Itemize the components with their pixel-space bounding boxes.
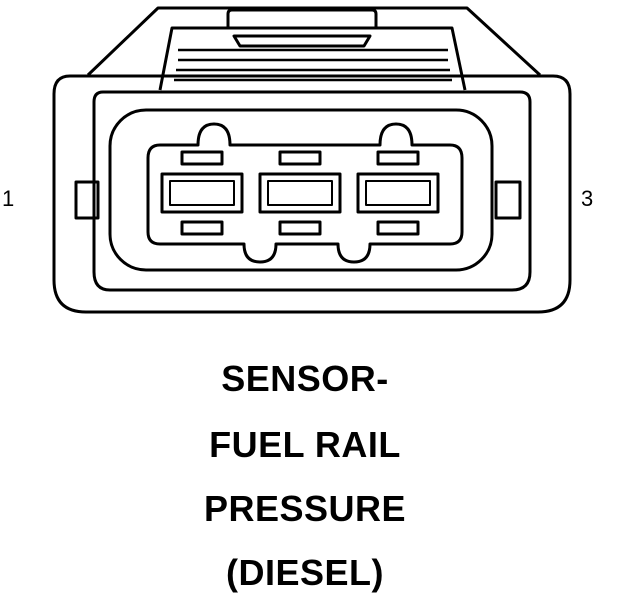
terminal-3-lower-slot [376, 220, 420, 236]
inner-housing-wall [92, 90, 532, 292]
left-side-tab [74, 180, 100, 220]
terminal-1-lower-slot [180, 220, 224, 236]
latch-shroud [86, 6, 542, 77]
terminal-2-socket-inner [267, 180, 333, 206]
right-side-tab [494, 180, 522, 220]
connector-drawing [52, 6, 572, 314]
caption-line-1: SENSOR- [221, 358, 389, 399]
terminal-3-socket [356, 172, 440, 214]
caption-line-2: FUEL RAIL [209, 424, 401, 465]
terminal-2-lower-slot [278, 220, 322, 236]
caption-line-4: (DIESEL) [225, 552, 384, 593]
terminal-1-upper-slot [180, 150, 224, 166]
terminal-3-socket-inner [365, 180, 431, 206]
terminal-1-socket-inner [169, 180, 235, 206]
latch-tab [226, 8, 378, 28]
terminal-1-socket [160, 172, 244, 214]
pin-1-label: 1 [2, 186, 15, 211]
caption-line-3: PRESSURE [203, 488, 407, 529]
latch-shroud-inner [158, 26, 467, 91]
outer-housing [52, 74, 572, 314]
terminal-2-upper-slot [278, 150, 322, 166]
latch-tab-base [232, 34, 372, 48]
terminal-block [146, 122, 464, 264]
pin-cavity [108, 108, 494, 272]
terminal-2-socket [258, 172, 342, 214]
pin-3-label: 3 [581, 186, 594, 211]
terminal-3-upper-slot [376, 150, 420, 166]
